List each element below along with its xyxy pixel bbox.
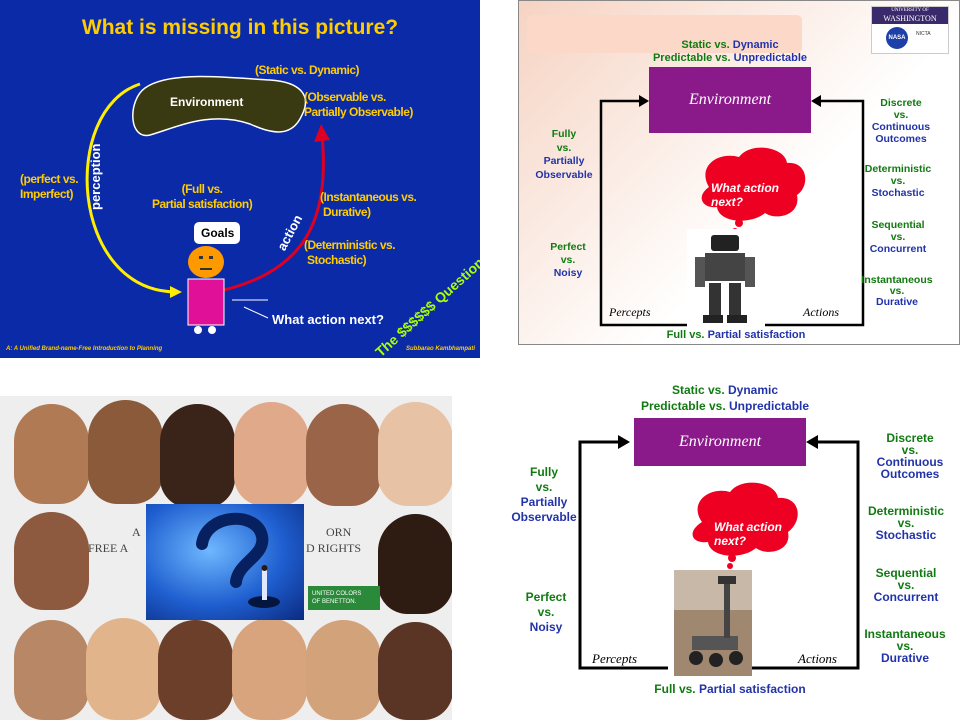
- full-partial-label: Full vs. Partial satisfaction: [666, 329, 806, 341]
- face: [86, 618, 161, 720]
- observable-label: (Observable vs.Partially Observable): [304, 90, 413, 119]
- face: [378, 402, 452, 506]
- face: [378, 514, 452, 614]
- actions-label: Actions: [803, 305, 839, 319]
- agent-head: [188, 246, 224, 278]
- slide-agent-model: What is missing in this picture? Environ…: [0, 0, 480, 358]
- perfect-label: (perfect vs.Imperfect): [20, 172, 79, 201]
- environment-box: Environment: [649, 67, 811, 133]
- face: [14, 404, 89, 504]
- face: [14, 620, 89, 720]
- face: [158, 620, 233, 720]
- nicta-logo: NICTA: [916, 31, 931, 37]
- agent-body: [187, 278, 225, 326]
- full-partial-label: Full vs. Partial satisfaction: [654, 682, 806, 696]
- action-arrow: [223, 134, 325, 292]
- question-mark-icon: [196, 512, 280, 608]
- nasa-logo: NASA: [886, 27, 908, 49]
- goals-bubble: [194, 222, 240, 244]
- loop-arrows: [599, 95, 865, 329]
- perception-arrowhead: [170, 286, 182, 298]
- static-dynamic-label: (Static vs. Dynamic): [255, 63, 360, 77]
- face: [306, 620, 381, 720]
- face: [88, 400, 163, 504]
- face: [14, 512, 89, 610]
- logo-block: UNIVERSITY OF WASHINGTON NASA NICTA: [871, 6, 949, 54]
- actions-label: Actions: [798, 651, 837, 666]
- face: [378, 622, 452, 720]
- face: [232, 618, 307, 720]
- question-mark-image: [146, 504, 304, 620]
- face: [234, 402, 309, 506]
- loop-arrows: [578, 435, 860, 676]
- footer-left: A: A Unified Brand-name-Free Introductio…: [6, 346, 163, 352]
- slide-title: What is missing in this picture?: [81, 16, 399, 39]
- slide-environment-robot: UNIVERSITY OF WASHINGTON NASA NICTA Envi…: [518, 0, 960, 345]
- environment-label: Environment: [170, 95, 244, 109]
- footer-right: Subbarao Kambhampati: [406, 346, 476, 352]
- face: [306, 404, 381, 506]
- perception-label: perception: [88, 143, 103, 210]
- environment-box: Environment: [634, 418, 806, 466]
- static-dynamic-label: Static vs. Dynamic Predictable vs. Unpre…: [652, 39, 808, 64]
- deterministic-label: (Deterministic vs.Stochastic): [304, 238, 396, 267]
- perception-arrow: [85, 82, 176, 294]
- percepts-label: Percepts: [609, 305, 651, 319]
- percepts-label: Percepts: [592, 651, 637, 666]
- action-arrowhead: [314, 124, 330, 142]
- thought-cloud: [692, 482, 798, 556]
- environment-blob: [132, 75, 307, 136]
- face: [160, 404, 235, 508]
- static-dynamic-label: Static vs. Dynamic Predictable vs. Unpre…: [640, 383, 810, 413]
- thought-cloud: [701, 147, 806, 221]
- what-action-next-label: What action next?: [272, 312, 384, 327]
- slide-environment-rover: Environment Static vs. Dynamic Predictab…: [480, 368, 960, 720]
- full-partial-label: (Full vs.Partial satisfaction): [152, 182, 253, 211]
- goals-label: Goals: [201, 226, 235, 240]
- instantaneous-label: (Instantaneous vs.Durative): [320, 190, 417, 219]
- title-bar-blank: [527, 15, 802, 53]
- slide-arrows: [85, 75, 330, 334]
